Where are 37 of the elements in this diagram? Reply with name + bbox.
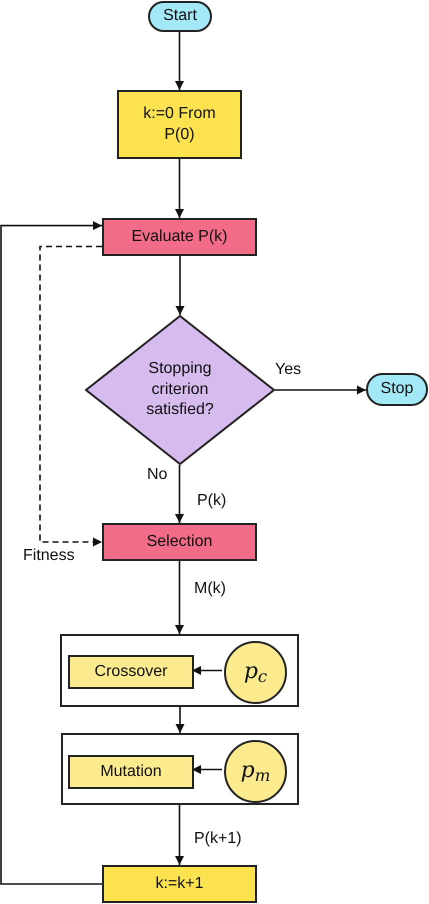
node-text: Start (163, 6, 197, 26)
arrow (192, 765, 222, 774)
edge-label: M(k) (193, 581, 227, 597)
arrow (176, 256, 184, 315)
probability-symbol: p$_{m}$ (240, 757, 270, 786)
process-box (102, 865, 257, 903)
process-box (117, 90, 242, 159)
edge-label: P(k+1) (193, 831, 243, 847)
arrow (176, 707, 184, 733)
edge-label: P(k) (196, 493, 228, 509)
arrow (175, 159, 184, 218)
process-box (102, 218, 257, 256)
group-box (61, 733, 299, 805)
probability-symbol: p$_{c}$ (244, 658, 268, 687)
dashed-arrow (39, 246, 102, 546)
process-box (102, 523, 257, 561)
process-box (68, 655, 194, 689)
node-text: Selection (146, 532, 212, 552)
group-box (60, 634, 299, 707)
node-text: Stop (380, 379, 414, 400)
arrow (175, 465, 184, 523)
node-text: Mutation (100, 762, 162, 782)
terminal-pill (366, 373, 428, 406)
node-text: Crossover (94, 662, 168, 682)
terminal-pill (148, 1, 212, 32)
process-box (68, 755, 194, 789)
node-text: k:=k+1 (155, 874, 204, 894)
arrow (175, 561, 184, 634)
node-text: k:=0 From P(0) (142, 104, 217, 144)
arrow (0, 221, 102, 885)
node-text: Evaluate P(k) (131, 226, 228, 247)
node-text: Stopping criterion satisfied? (145, 358, 215, 420)
decision-diamond (85, 315, 275, 465)
arrow (175, 32, 184, 90)
arrow (175, 805, 184, 865)
arrow (192, 666, 222, 675)
arrow (275, 386, 366, 394)
